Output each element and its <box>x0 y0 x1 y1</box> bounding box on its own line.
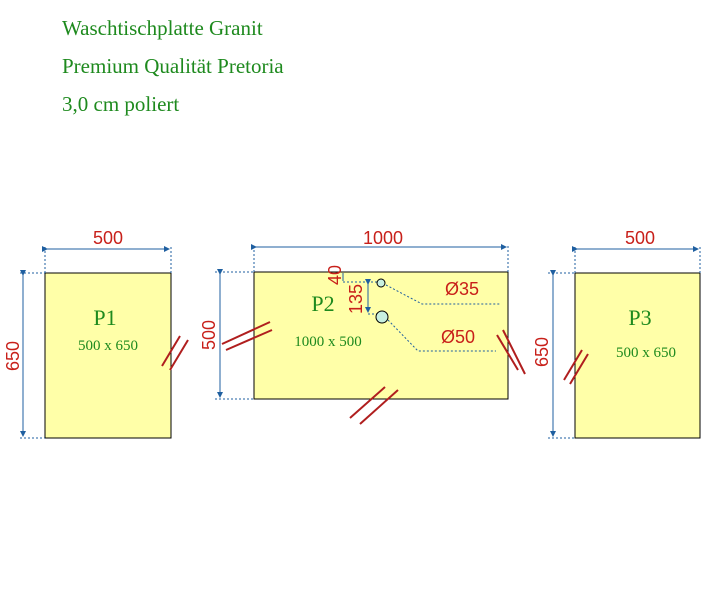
p2-size: 1000 x 500 <box>294 334 362 350</box>
p3-height-label: 650 <box>532 337 552 367</box>
panel-p3-shape <box>574 272 701 439</box>
panel-p2-shape <box>253 271 509 400</box>
panel-p1-shape <box>44 272 172 439</box>
break-mark <box>161 335 181 367</box>
hole-small <box>376 278 386 288</box>
p3-width-label: 500 <box>625 228 655 248</box>
hole-spacing-label: 135 <box>346 284 366 314</box>
hole-large <box>375 310 389 324</box>
p2-label: P2 <box>311 291 334 316</box>
title-line-2: Premium Qualität Pretoria <box>62 54 284 78</box>
title-line-1: Waschtischplatte Granit <box>62 16 263 40</box>
p2-height-label: 500 <box>199 320 219 350</box>
panel-p2: 1000 500 P2 1000 x 500 40 135 Ø35 Ø50 <box>199 228 526 425</box>
p3-size: 500 x 650 <box>616 345 676 361</box>
p1-size: 500 x 650 <box>78 338 138 354</box>
p1-label: P1 <box>93 305 116 330</box>
hole-small-diameter: Ø35 <box>445 279 479 299</box>
hole-small-leader <box>385 284 500 305</box>
p1-width-label: 500 <box>93 228 123 248</box>
hole-offset-label: 40 <box>325 265 345 285</box>
panel-p3: 500 650 P3 500 x 650 <box>532 228 701 439</box>
p3-label: P3 <box>628 305 651 330</box>
p2-width-label: 1000 <box>363 228 403 248</box>
title-line-3: 3,0 cm poliert <box>62 92 180 116</box>
panel-p1: 500 650 P1 500 x 650 <box>3 228 189 439</box>
p1-height-label: 650 <box>3 341 23 371</box>
hole-large-diameter: Ø50 <box>441 327 475 347</box>
